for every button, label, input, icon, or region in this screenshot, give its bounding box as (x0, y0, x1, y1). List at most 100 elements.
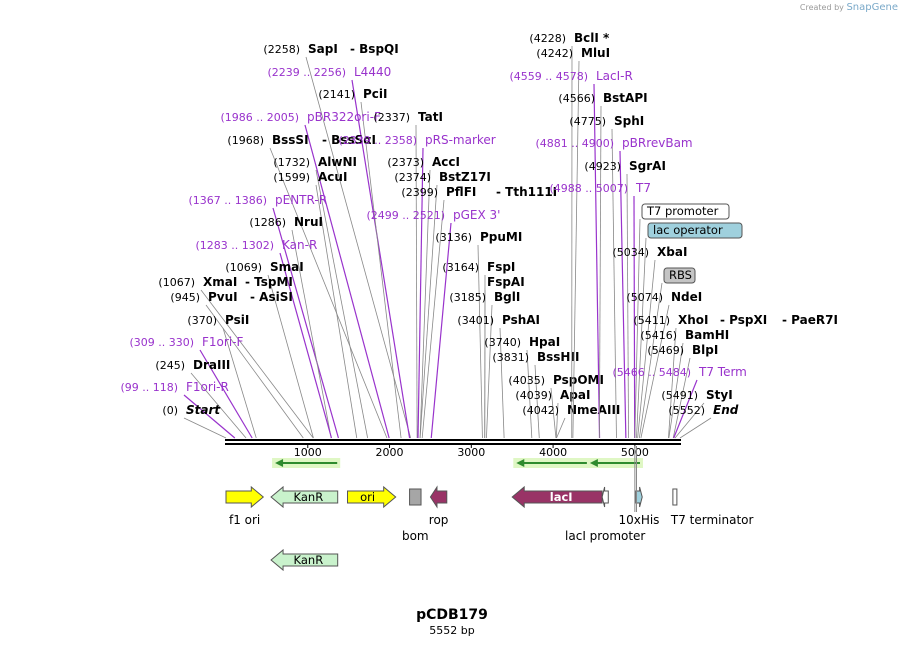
site-connector (415, 124, 418, 439)
site-coordinate: (3136) (435, 231, 472, 244)
site-label: StyI (706, 388, 733, 402)
site-label: ApaI (560, 388, 590, 402)
site-label: pBRrevBam (622, 136, 693, 150)
site-coordinate: (2499 .. 2521) (366, 209, 445, 222)
site-connector (526, 349, 533, 439)
site-connector (430, 222, 452, 439)
site-coordinate: (945) (170, 291, 200, 304)
feature-label: bom (402, 529, 429, 543)
site-coordinate: (2239 .. 2256) (267, 66, 346, 79)
site-connector (668, 327, 677, 439)
site-connector (200, 289, 314, 439)
site-coordinate: (4042) (522, 404, 559, 417)
site-coordinate: (2374) (394, 171, 431, 184)
plasmid-size: 5552 bp (429, 624, 475, 637)
site-coordinate: (4881 .. 4900) (535, 137, 614, 150)
site-connector (205, 304, 304, 439)
site-label: FspI (487, 260, 515, 274)
feature-arrow (601, 486, 609, 508)
site-connector (222, 327, 257, 439)
site-coordinate: (5074) (626, 291, 663, 304)
feature-arrow (225, 485, 265, 509)
site-connector (419, 169, 431, 439)
site-label: BamHI (685, 328, 729, 342)
site-connector (419, 184, 438, 439)
site-label: PspOMI (553, 373, 604, 387)
site-label: XhoI (678, 313, 709, 327)
feature-box (672, 488, 678, 506)
site-label: F1ori-R (186, 380, 229, 394)
site-coordinate: (2339 .. 2358) (338, 134, 417, 147)
credit-brand: SnapGene (846, 2, 898, 13)
site-label: LacI-R (596, 69, 633, 83)
site-label: PvuI (208, 290, 238, 304)
site-connector (626, 173, 629, 439)
feature-arrow (429, 485, 448, 509)
site-connector (272, 207, 340, 439)
site-label: XbaI (657, 245, 687, 259)
site-connector (360, 101, 402, 439)
site-coordinate: (4228) (529, 32, 566, 45)
site-label: pGEX 3' (453, 208, 500, 222)
site-label: BssSI (272, 133, 309, 147)
site-connector (555, 402, 559, 439)
site-label: pENTR-R (275, 193, 327, 207)
site-label: SmaI (270, 260, 304, 274)
site-label-alt2: - PaeR7I (782, 313, 838, 327)
site-connector (534, 364, 540, 439)
feature-label: ori (360, 490, 375, 504)
site-connector (315, 184, 358, 439)
feature-box (409, 488, 422, 506)
plasmid-name: pCDB179 (416, 607, 488, 623)
site-connector (668, 342, 684, 439)
feature-label: KanR (294, 490, 324, 504)
site-label: SgrAI (629, 159, 666, 173)
site-connector (199, 349, 253, 439)
site-label: Kan-R (282, 238, 317, 252)
site-connector (269, 147, 388, 439)
site-coordinate: (309 .. 330) (129, 336, 194, 349)
site-connector (598, 105, 602, 439)
credit-prefix: Created by (799, 3, 844, 12)
site-connector (572, 60, 580, 439)
site-connector (550, 387, 557, 439)
site-connector (477, 244, 483, 439)
site-connector (556, 417, 566, 439)
site-connector (190, 372, 247, 439)
site-label: AlwNI (318, 155, 357, 169)
site-coordinate: (2258) (263, 43, 300, 56)
site-connector (279, 252, 333, 439)
site-connector (421, 199, 445, 439)
site-connector (417, 147, 424, 439)
site-coordinate: (5552) (668, 404, 705, 417)
feature-arrow (270, 485, 339, 509)
site-label: End (713, 403, 739, 417)
site-coordinate: (5411) (633, 314, 670, 327)
site-label: T7 Term (698, 365, 747, 379)
site-coordinate: (5491) (661, 389, 698, 402)
site-coordinate: (2337) (373, 111, 410, 124)
site-label: NmeAIII (567, 403, 620, 417)
feature-label: lacI promoter (565, 529, 645, 543)
site-label: XmaI (203, 275, 237, 289)
feature-tag-label: T7 promoter (646, 204, 719, 218)
site-label-alt: - AsiSI (250, 290, 293, 304)
site-connector (619, 150, 627, 439)
site-label-alt: - TspMI (245, 275, 293, 289)
site-coordinate: (4988 .. 5007) (549, 182, 628, 195)
feature-label: lacI (550, 490, 573, 504)
orf-arrowhead (516, 459, 525, 467)
site-coordinate: (1968) (227, 134, 264, 147)
site-label-alt: - BspQI (350, 42, 399, 56)
site-coordinate: (3740) (484, 336, 521, 349)
site-coordinate: (4775) (569, 115, 606, 128)
site-connector (351, 79, 411, 439)
site-label: BstAPI (603, 91, 648, 105)
site-label: BssHII (537, 350, 579, 364)
site-label: PpuMI (480, 230, 522, 244)
tick-label: 3000 (457, 446, 485, 459)
site-connector (183, 417, 227, 439)
site-label: PsiI (225, 313, 249, 327)
site-coordinate: (5466 .. 5484) (612, 366, 691, 379)
site-coordinate: (1283 .. 1302) (195, 239, 274, 252)
